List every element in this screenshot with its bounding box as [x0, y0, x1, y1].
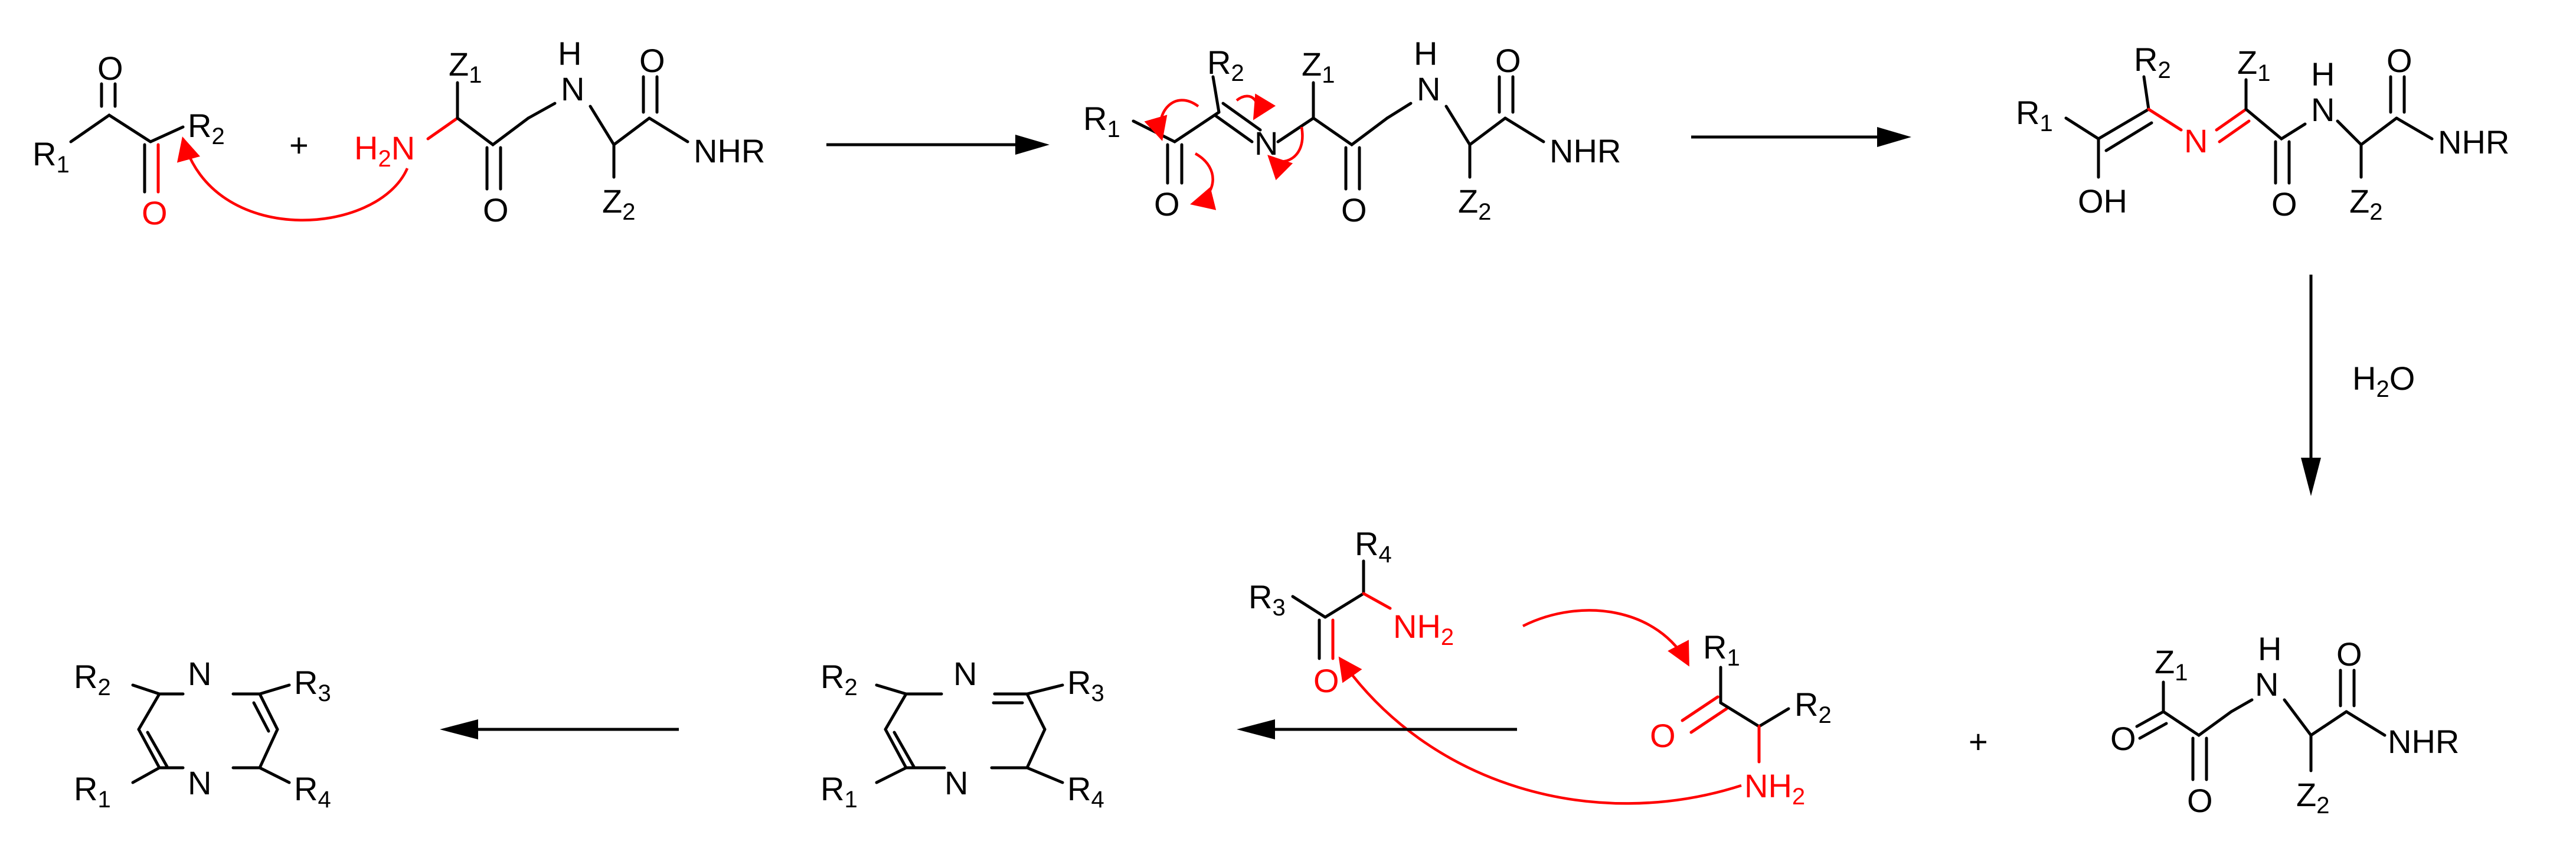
reaction-arrow-3: [1237, 719, 1517, 739]
atom-O: O: [2387, 42, 2412, 79]
atom-O: O: [2336, 635, 2362, 673]
ketoamide-product: Z1 O N H O O Z2 NHR: [2110, 630, 2459, 819]
atom-H: H: [1414, 35, 1437, 72]
r2-label: R2: [2134, 41, 2171, 83]
dipeptide-reactant: H2N Z1 N H O O Z2 NHR: [354, 35, 765, 229]
atom-O: O: [2110, 720, 2136, 757]
atom-H: H: [2311, 56, 2335, 93]
atom-O: O: [97, 50, 123, 87]
nh2-label: NH2: [1744, 767, 1805, 810]
atom-O: O: [2271, 185, 2297, 223]
z1-label: Z1: [2237, 44, 2270, 86]
atom-H: H: [558, 35, 581, 72]
reaction-arrow-1: [826, 135, 1050, 155]
atom-O: O: [2187, 782, 2213, 819]
atom-N: N: [944, 764, 968, 801]
r1-label: R1: [74, 770, 111, 813]
r3-label: R3: [1067, 664, 1104, 706]
r3-label: R3: [1248, 578, 1286, 621]
atom-O: O: [1154, 185, 1180, 223]
r1-label: R1: [820, 770, 858, 813]
atom-N-red: N: [2184, 122, 2208, 159]
atom-N: N: [188, 655, 211, 692]
r1-label: R1: [1083, 100, 1120, 142]
r3-label: R3: [294, 664, 331, 706]
z1-label: Z1: [2155, 643, 2188, 686]
z2-label: Z2: [2296, 776, 2329, 819]
amine-label: H2N: [354, 129, 415, 172]
dihydropyrazine: N N R2 R3 R1 R4: [820, 655, 1104, 813]
r1-label: R1: [2016, 94, 2053, 136]
nhr-label: NHR: [2438, 123, 2509, 161]
atom-N: N: [561, 70, 584, 107]
attack-arrow-3: [1338, 656, 1742, 805]
r4-label: R4: [1067, 770, 1104, 813]
plus-sign: +: [1969, 723, 1988, 760]
r2-label: R2: [1794, 686, 1832, 728]
aminoketone-2: O R1 R2 NH2: [1650, 628, 1832, 810]
atom-N: N: [2255, 666, 2278, 703]
nhr-label: NHR: [2388, 723, 2459, 760]
z2-label: Z2: [2349, 182, 2382, 225]
reagent-label: H2O: [2352, 360, 2415, 402]
atom-N: N: [1254, 125, 1278, 162]
dicarbonyl-reactant: O R1 R2 O: [32, 50, 225, 232]
atom-O: O: [639, 42, 665, 79]
r4-label: R4: [1355, 525, 1392, 568]
attack-arrow-1: [177, 136, 409, 222]
r1-label: R1: [32, 135, 70, 178]
r1-label: R1: [1703, 628, 1740, 671]
r2-label: R2: [820, 658, 858, 700]
atom-O-red: O: [1650, 717, 1676, 754]
z2-label: Z2: [1458, 182, 1491, 225]
oh-label: OH: [2078, 182, 2127, 220]
z1-label: Z1: [449, 45, 482, 88]
atom-O: O: [483, 191, 509, 229]
nh2-label: NH2: [1393, 608, 1454, 650]
imine-intermediate: R1 R2 N O Z1 N H O O Z2 NHR: [1083, 35, 1621, 229]
atom-N: N: [1417, 70, 1440, 107]
atom-O-red: O: [1313, 662, 1339, 699]
atom-H: H: [2258, 630, 2281, 667]
r2-label: R2: [188, 107, 225, 149]
z2-label: Z2: [602, 182, 635, 225]
atom-O-red: O: [142, 194, 168, 232]
plus-sign: +: [289, 126, 309, 164]
nhr-label: NHR: [694, 132, 765, 169]
atom-O: O: [1495, 42, 1521, 79]
electron-push-arrows: [1144, 93, 1304, 210]
r2-label: R2: [1207, 44, 1244, 86]
r2-label: R2: [74, 658, 111, 700]
nhr-label: NHR: [1549, 132, 1621, 169]
z1-label: Z1: [1302, 45, 1335, 88]
hydrolysis-arrow: H2O: [2301, 275, 2415, 496]
atom-O: O: [1341, 191, 1367, 229]
reaction-arrow-2: [1691, 127, 1911, 147]
attack-arrow-2: [1522, 609, 1689, 667]
pyrazine-product: N N R2 R3 R1 R4: [74, 655, 331, 813]
atom-N: N: [188, 764, 211, 801]
atom-N: N: [2311, 91, 2335, 128]
reaction-arrow-4: [440, 719, 679, 739]
r4-label: R4: [294, 770, 331, 813]
enol-intermediate: R1 R2 N Z1 OH N H O O Z2 NHR: [2016, 41, 2509, 225]
aminoketone-1: R3 R4 NH2 O: [1248, 525, 1454, 699]
atom-N: N: [953, 655, 977, 692]
